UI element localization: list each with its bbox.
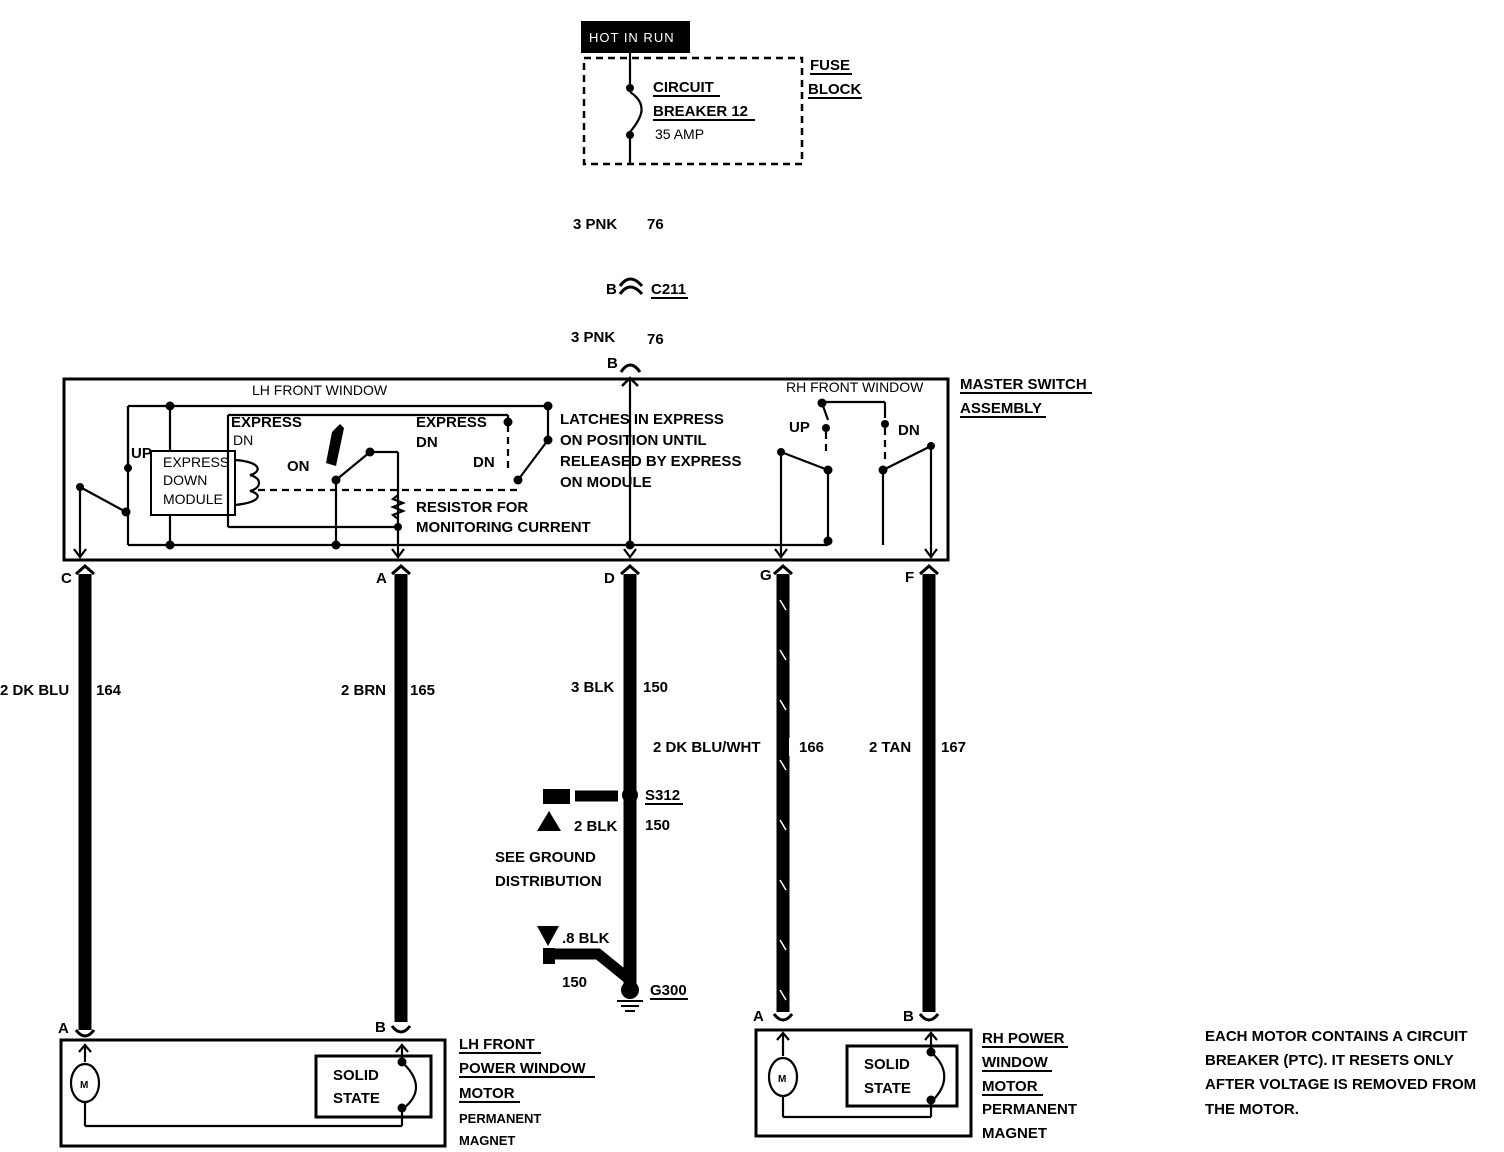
note-line-1: EACH MOTOR CONTAINS A CIRCUIT xyxy=(1205,1028,1468,1045)
rh-motor-title-3: MOTOR xyxy=(982,1078,1038,1095)
breaker-rating: 35 AMP xyxy=(655,126,704,142)
latch-note: LATCHES IN EXPRESS xyxy=(560,411,724,428)
wire-167-gauge: 2 TAN xyxy=(869,739,911,756)
fuse-block: CIRCUIT BREAKER 12 35 AMP FUSE BLOCK xyxy=(582,53,862,166)
pin-d: D xyxy=(604,570,615,587)
feed-wire: 3 PNK 76 B C211 3 PNK 76 B xyxy=(571,216,688,398)
switch-pins: C A D G F xyxy=(61,567,914,587)
resistor-note-2: MONITORING CURRENT xyxy=(416,519,591,536)
wire-164-gauge: 2 DK BLU xyxy=(0,682,69,699)
express-dn-label-1b: DN xyxy=(233,432,253,448)
ground-small-gauge: .8 BLK xyxy=(562,930,610,947)
rh-front-window-label: RH FRONT WINDOW xyxy=(786,379,924,395)
ground-circuit: S312 2 BLK 150 SEE GROUND DISTRIBUTION .… xyxy=(495,787,688,1012)
fuse-block-label-2: BLOCK xyxy=(808,81,861,98)
express-down-module-label: EXPRESS xyxy=(163,454,229,470)
feed-upper-gauge: 3 PNK xyxy=(573,216,617,233)
wire-166-gauge: 2 DK BLU/WHT xyxy=(653,739,761,756)
pin-g: G xyxy=(760,567,772,584)
lh-motor-title-3: MOTOR xyxy=(459,1085,515,1102)
fuse-block-label: FUSE xyxy=(810,57,850,74)
rh-up-label: UP xyxy=(789,419,810,436)
rh-motor-title: RH POWER xyxy=(982,1030,1065,1047)
c211-connector-id: C211 xyxy=(651,281,686,298)
ground-g300: G300 xyxy=(650,982,687,999)
feed-lower-circuit: 76 xyxy=(647,331,664,348)
pin-a: A xyxy=(376,570,387,587)
lh-motor-subtitle: PERMANENT xyxy=(459,1111,541,1126)
pin-c: C xyxy=(61,570,72,587)
circuit-breaker-number: BREAKER 12 xyxy=(653,103,748,120)
express-dn-label-2b: DN xyxy=(416,434,438,451)
note-line-3: AFTER VOLTAGE IS REMOVED FROM xyxy=(1205,1076,1476,1093)
master-switch-title: MASTER SWITCH xyxy=(960,376,1087,393)
wire-150-gauge: 3 BLK xyxy=(571,679,615,696)
lh-solid-state-label-2: STATE xyxy=(333,1090,380,1107)
rh-motor-title-2: WINDOW xyxy=(982,1054,1049,1071)
latch-note-4: ON MODULE xyxy=(560,474,652,491)
wire-150-circuit: 150 xyxy=(643,679,668,696)
svg-text:HOT IN RUN: HOT IN RUN xyxy=(589,30,675,45)
latch-note-2: ON POSITION UNTIL xyxy=(560,432,707,449)
c211-pin: B xyxy=(606,281,617,298)
lh-motor-pin-b: B xyxy=(375,1019,386,1036)
motor-note: EACH MOTOR CONTAINS A CIRCUIT BREAKER (P… xyxy=(1205,1028,1476,1118)
splice-s312: S312 xyxy=(645,787,680,804)
rh-dn-label: DN xyxy=(898,422,920,439)
wire-labels: 2 DK BLU 164 2 BRN 165 3 BLK 150 2 DK BL… xyxy=(0,679,966,756)
see-ground-distribution-2: DISTRIBUTION xyxy=(495,873,602,890)
lh-dn-label: DN xyxy=(473,454,495,471)
lh-front-window-label: LH FRONT WINDOW xyxy=(252,382,388,398)
wire-167-circuit: 167 xyxy=(941,739,966,756)
splice-gauge: 2 BLK xyxy=(574,818,618,835)
rh-motor-subtitle: PERMANENT xyxy=(982,1101,1077,1118)
lh-motor-pin-a: A xyxy=(58,1020,69,1037)
note-line-4: THE MOTOR. xyxy=(1205,1101,1299,1118)
ground-small-circuit: 150 xyxy=(562,974,587,991)
rh-motor-pin-b: B xyxy=(903,1008,914,1025)
lh-front-power-window-motor: A B M SOLID STATE LH FRONT POWER WINDOW … xyxy=(58,1019,595,1148)
latch-note-3: RELEASED BY EXPRESS xyxy=(560,453,741,470)
rh-solid-state-label-2: STATE xyxy=(864,1080,911,1097)
lh-motor-title-2: POWER WINDOW xyxy=(459,1060,586,1077)
switch-feed-pin: B xyxy=(607,355,618,372)
express-down-module-label-3: MODULE xyxy=(163,491,223,507)
express-down-module-label-2: DOWN xyxy=(163,472,207,488)
express-dn-label-2: EXPRESS xyxy=(416,414,487,431)
lh-motor-symbol: M xyxy=(80,1080,88,1091)
lh-solid-state-label: SOLID xyxy=(333,1067,379,1084)
rh-solid-state-label: SOLID xyxy=(864,1056,910,1073)
rh-motor-pin-a: A xyxy=(753,1008,764,1025)
wire-166-circuit: 166 xyxy=(799,739,824,756)
harness-wires xyxy=(75,563,946,1030)
feed-upper-circuit: 76 xyxy=(647,216,664,233)
lh-motor-title: LH FRONT xyxy=(459,1036,535,1053)
rh-motor-symbol: M xyxy=(778,1074,786,1085)
hot-in-run-tag: HOT IN RUN xyxy=(581,21,690,53)
pin-f: F xyxy=(905,569,914,586)
feed-lower-gauge: 3 PNK xyxy=(571,329,615,346)
see-ground-distribution: SEE GROUND xyxy=(495,849,596,866)
circuit-breaker-label: CIRCUIT xyxy=(653,79,714,96)
lh-up-label: UP xyxy=(131,445,152,462)
splice-circuit: 150 xyxy=(645,817,670,834)
master-switch-title-2: ASSEMBLY xyxy=(960,400,1042,417)
note-line-2: BREAKER (PTC). IT RESETS ONLY xyxy=(1205,1052,1454,1069)
on-label: ON xyxy=(287,458,310,475)
wire-165-circuit: 165 xyxy=(410,682,435,699)
rh-power-window-motor: A B M SOLID STATE RH POWER WINDOW MOTOR … xyxy=(753,1008,1077,1142)
wire-165-gauge: 2 BRN xyxy=(341,682,386,699)
lh-motor-subtitle-2: MAGNET xyxy=(459,1133,515,1148)
express-dn-label-1: EXPRESS xyxy=(231,414,302,431)
wire-164-circuit: 164 xyxy=(96,682,122,699)
master-switch-assembly: LH FRONT WINDOW RH FRONT WINDOW MASTER S… xyxy=(62,376,1092,562)
resistor-note: RESISTOR FOR xyxy=(416,499,528,516)
rh-motor-subtitle-2: MAGNET xyxy=(982,1125,1047,1142)
